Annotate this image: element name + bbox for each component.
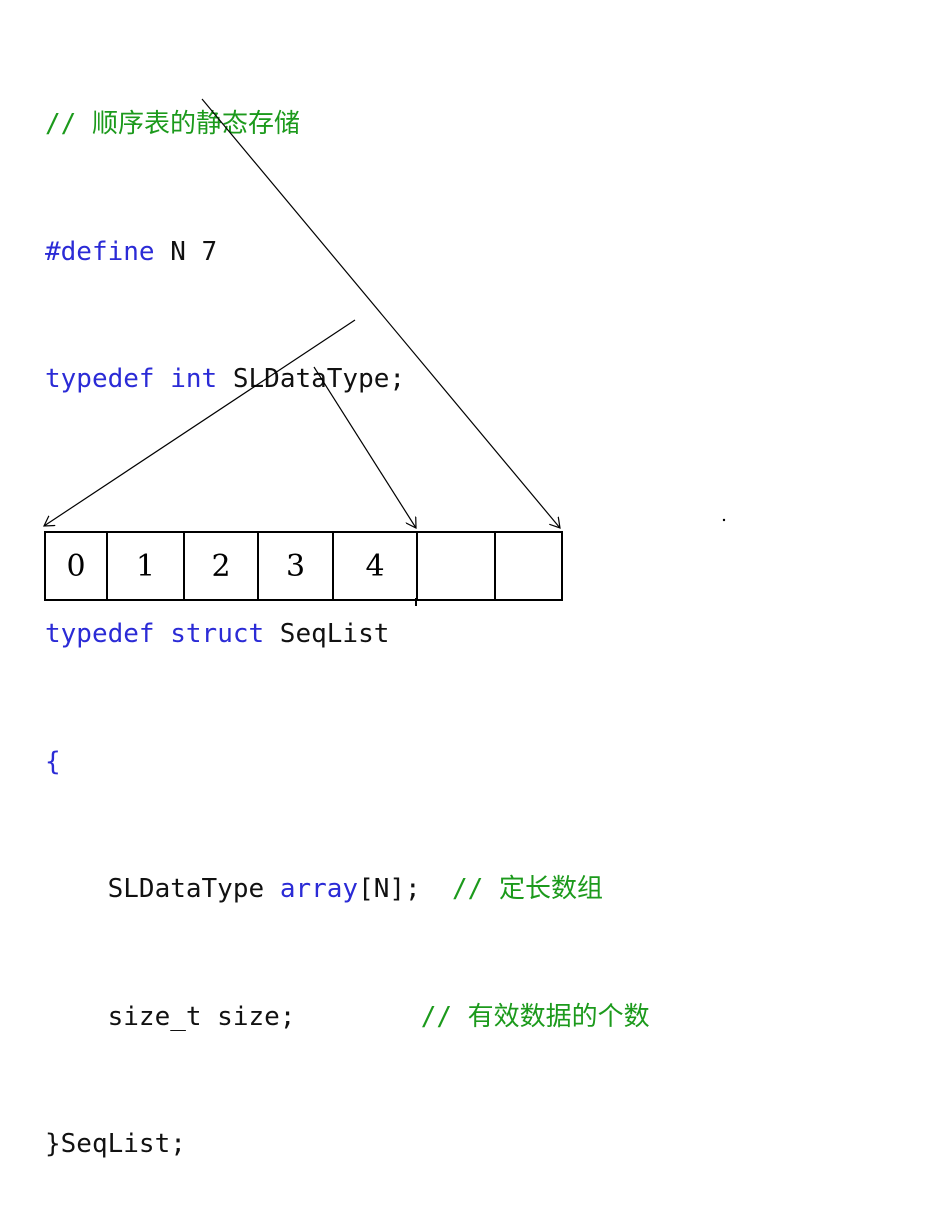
array-size: [N];: [358, 874, 453, 904]
open-brace: {: [45, 746, 61, 777]
size-comment: // 有效数据的个数: [420, 1001, 650, 1032]
struct-keyword: struct: [170, 619, 265, 649]
capacity-pointer-arrow: [201, 98, 560, 528]
typedef-keyword: typedef: [45, 364, 155, 394]
code-line-size: size_t size; // 有效数据的个数: [45, 996, 650, 1039]
code-line-comment: // 顺序表的静态存储: [45, 103, 650, 146]
array-cell: 4: [334, 533, 418, 599]
int-keyword: int: [170, 364, 218, 394]
struct-typedef-keyword: typedef: [45, 619, 155, 649]
define-value: N 7: [154, 236, 218, 267]
array-member: array: [279, 874, 359, 904]
code-line-struct: typedef struct SeqList: [45, 613, 650, 656]
typedef-name: SLDataType;: [217, 364, 406, 394]
array-cell: [418, 533, 496, 599]
array-pointer-arrow: [44, 319, 356, 526]
code-line-open-brace: {: [45, 741, 650, 784]
array-type: SLDataType: [45, 874, 280, 904]
stray-dot: [722, 518, 726, 522]
array-comment: // 定长数组: [452, 874, 603, 904]
code-line-array: SLDataType array[N]; // 定长数组: [45, 868, 650, 911]
define-keyword: #define: [45, 236, 155, 267]
array-cell: 2: [185, 533, 259, 599]
array-cell: 1: [108, 533, 185, 599]
close-brace-line: }SeqList;: [45, 1129, 186, 1159]
code-line-define: #define N 7: [45, 231, 650, 274]
struct-name: SeqList: [264, 619, 390, 649]
size-declaration: size_t size;: [45, 1001, 421, 1032]
code-line-typedef-int: typedef int SLDataType;: [45, 358, 650, 401]
array-cell: 3: [259, 533, 334, 599]
array-cell: [496, 533, 563, 599]
title-comment: // 顺序表的静态存储: [45, 109, 300, 139]
code-line-close: }SeqList;: [45, 1123, 650, 1166]
array-cell: 0: [46, 533, 108, 599]
size-pointer-arrow: [313, 366, 416, 528]
array-cells: 0 1 2 3 4: [44, 531, 563, 601]
pointer-arrows: [0, 98, 726, 606]
